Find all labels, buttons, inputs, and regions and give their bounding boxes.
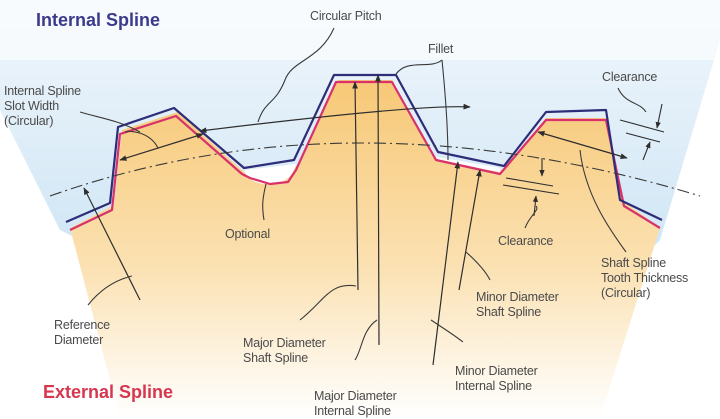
minor-diameter-internal-arrow bbox=[432, 161, 461, 366]
label-reference-diameter: Reference Diameter bbox=[54, 318, 110, 347]
major-diameter-shaft-arrow bbox=[352, 81, 359, 291]
label-minor-diameter-internal: Minor Diameter Internal Spline bbox=[455, 364, 538, 393]
circular-pitch-arrow bbox=[199, 103, 471, 134]
external-spline-title: External Spline bbox=[43, 382, 174, 402]
reference-diameter-line bbox=[49, 142, 701, 197]
label-clearance-mid: Clearance bbox=[498, 234, 554, 248]
reference-diameter-arrow bbox=[83, 187, 141, 301]
clearance-top-arrow bbox=[655, 103, 663, 129]
label-optional: Optional bbox=[225, 227, 270, 241]
label-minor-diameter-shaft: Minor Diameter Shaft Spline bbox=[476, 290, 559, 319]
internal-spline-title: Internal Spline bbox=[36, 10, 161, 30]
tooth-thickness-arrow bbox=[537, 131, 628, 159]
label-slot-width: Internal Spline Slot Width (Circular) bbox=[4, 84, 81, 128]
label-circular-pitch: Circular Pitch bbox=[310, 9, 382, 23]
label-tooth-thickness: Shaft Spline Tooth Thickness (Circular) bbox=[601, 256, 689, 300]
label-clearance-top: Clearance bbox=[602, 70, 658, 84]
external-spline-body bbox=[70, 80, 660, 418]
label-major-diameter-shaft: Major Diameter Shaft Spline bbox=[243, 336, 326, 365]
label-major-diameter-internal: Major Diameter Internal Spline bbox=[314, 389, 397, 418]
slot-width-arrow bbox=[119, 133, 204, 161]
major-diameter-internal-arrow bbox=[375, 74, 381, 346]
leader-lines bbox=[79, 27, 647, 361]
minor-diameter-shaft-arrow bbox=[458, 169, 482, 291]
internal-spline-profile bbox=[65, 73, 663, 224]
clearance-top-arrow-up bbox=[642, 141, 651, 161]
label-fillet: Fillet bbox=[428, 42, 454, 56]
external-spline-profile bbox=[69, 80, 661, 231]
